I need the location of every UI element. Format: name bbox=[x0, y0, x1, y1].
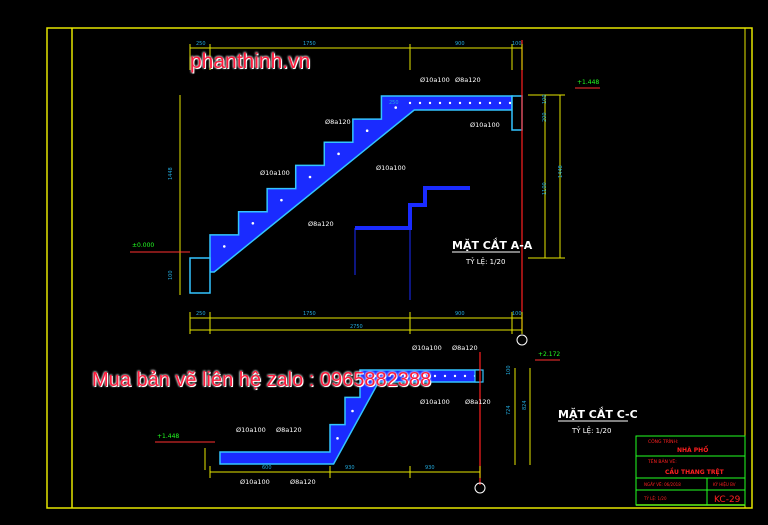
title-block bbox=[635, 435, 746, 506]
dim-cc-bottom: 930 bbox=[425, 465, 435, 471]
scale-label: TỶ LỆ: 1/20 bbox=[643, 496, 667, 501]
rebar-label: Ø8a120 bbox=[455, 76, 481, 84]
beam-section bbox=[355, 186, 470, 230]
watermark-site: phanthinh.vn bbox=[190, 50, 311, 73]
rebar-label: Ø8a120 bbox=[308, 220, 334, 228]
dim-bot-3: 900 bbox=[455, 311, 465, 317]
rebar-dot bbox=[508, 101, 512, 105]
rebar-dot bbox=[366, 382, 369, 385]
rebar-dot bbox=[308, 175, 312, 179]
level-high-cc: +2.172 bbox=[538, 351, 560, 358]
dim-total: 2750 bbox=[350, 324, 363, 330]
stair-concrete bbox=[209, 95, 513, 273]
dim-bot-4: 100 bbox=[512, 311, 522, 317]
section-cc-scale: TỶ LỆ: 1/20 bbox=[571, 426, 611, 435]
rebar-label: Ø10a100 bbox=[260, 169, 290, 177]
section-aa-scale: TỶ LỆ: 1/20 bbox=[465, 257, 505, 266]
rebar-dot bbox=[443, 374, 447, 378]
dim-bot-1: 250 bbox=[196, 311, 206, 317]
level-high-aa: +1.448 bbox=[577, 79, 599, 86]
section-cc-drawing bbox=[155, 352, 560, 494]
dim-cc-right: 824 bbox=[522, 400, 528, 410]
rebar-dot bbox=[463, 374, 467, 378]
rebar-dot bbox=[418, 101, 422, 105]
rebar-dot bbox=[453, 374, 457, 378]
rebar-dot bbox=[468, 101, 472, 105]
dim-left-1: 1448 bbox=[168, 167, 174, 180]
rebar-dot bbox=[433, 374, 437, 378]
rebar-dot bbox=[336, 437, 339, 440]
rebar-dot bbox=[351, 409, 354, 413]
rebar-dot bbox=[393, 374, 397, 378]
level-low-cc: +1.448 bbox=[157, 433, 179, 440]
outer-frame bbox=[46, 27, 753, 509]
section-aa-drawing bbox=[130, 40, 600, 346]
rebar-dot bbox=[280, 198, 283, 202]
dim-top-1: 250 bbox=[196, 41, 206, 47]
rebar-dot bbox=[458, 101, 462, 105]
rebar-dot bbox=[423, 374, 427, 378]
rebar-dot bbox=[383, 374, 387, 378]
rebar-label: Ø10a100 bbox=[420, 76, 450, 84]
rebar-dot bbox=[478, 101, 482, 105]
rebar-label: Ø8a120 bbox=[290, 478, 316, 486]
rebar-label: Ø8a120 bbox=[276, 426, 302, 434]
grid-axis-marker bbox=[474, 482, 486, 494]
drawing-name: CẦU THANG TRỆT bbox=[665, 467, 725, 476]
dim-cc-bottom: 600 bbox=[262, 465, 272, 471]
dim-step: 250 bbox=[389, 100, 399, 106]
rebar-label: Ø10a100 bbox=[240, 478, 270, 486]
rebar-dot bbox=[488, 101, 492, 105]
rebar-label: Ø8a120 bbox=[325, 118, 351, 126]
grid-axis-marker bbox=[516, 334, 528, 346]
dim-top-4: 100 bbox=[512, 41, 522, 47]
rebar-dot bbox=[413, 374, 417, 378]
rebar-label: Ø10a100 bbox=[420, 398, 450, 406]
dim-top-3: 900 bbox=[455, 41, 465, 47]
dim-right-3: 1100 bbox=[542, 182, 548, 195]
code-label: KÝ HIỆU BV bbox=[713, 482, 736, 487]
rebar-label: Ø10a100 bbox=[376, 164, 406, 172]
section-aa-title: MẶT CẮT A-A bbox=[452, 237, 533, 252]
rebar-dot bbox=[365, 129, 369, 133]
project-name: NHÀ PHỐ bbox=[677, 446, 708, 454]
dim-cc-right: 724 bbox=[506, 405, 512, 415]
drawing-code: KC-29 bbox=[714, 495, 741, 505]
rebar-dot bbox=[373, 374, 377, 378]
dim-left-2: 100 bbox=[168, 270, 174, 280]
rebar-dot bbox=[403, 374, 407, 378]
rebar-dot bbox=[428, 101, 432, 105]
project-label: CÔNG TRÌNH: bbox=[648, 438, 678, 445]
dim-right-1: 100 bbox=[542, 94, 548, 104]
dim-right-2: 200 bbox=[542, 112, 548, 122]
rebar-label: Ø10a100 bbox=[412, 344, 442, 352]
date-label: NGÀY VẼ: 06/2018 bbox=[644, 482, 681, 487]
stair-concrete bbox=[219, 369, 481, 465]
watermark-contact: Mua bản vẽ liên hệ zalo : 0965882388 bbox=[92, 369, 432, 391]
rebar-dot bbox=[394, 106, 398, 109]
dim-right-4: 1448 bbox=[558, 165, 564, 178]
section-cc-title: MẶT CẮT C-C bbox=[558, 406, 638, 421]
dim-top-2: 1750 bbox=[303, 41, 316, 47]
dim-cc-bottom: 930 bbox=[345, 465, 355, 471]
rebar-label: Ø10a100 bbox=[470, 121, 500, 129]
dim-bot-2: 1750 bbox=[303, 311, 316, 317]
rebar-dot bbox=[498, 101, 502, 105]
rebar-label: Ø10a100 bbox=[236, 426, 266, 434]
rebar-dot bbox=[222, 245, 226, 248]
drawing-label: TÊN BẢN VẼ: bbox=[647, 457, 677, 465]
beam bbox=[511, 95, 523, 131]
footing bbox=[189, 257, 211, 294]
rebar-dot bbox=[337, 152, 340, 156]
rebar-dot bbox=[448, 101, 452, 105]
rebar-label: Ø8a120 bbox=[465, 398, 491, 406]
rebar-dot bbox=[408, 101, 412, 105]
beam bbox=[474, 369, 484, 383]
rebar-label: Ø8a120 bbox=[452, 344, 478, 352]
level-low-aa: ±0.000 bbox=[132, 242, 154, 249]
dim-cc-right: 100 bbox=[506, 365, 512, 375]
rebar-dot bbox=[251, 221, 255, 225]
rebar-dot bbox=[438, 101, 442, 105]
